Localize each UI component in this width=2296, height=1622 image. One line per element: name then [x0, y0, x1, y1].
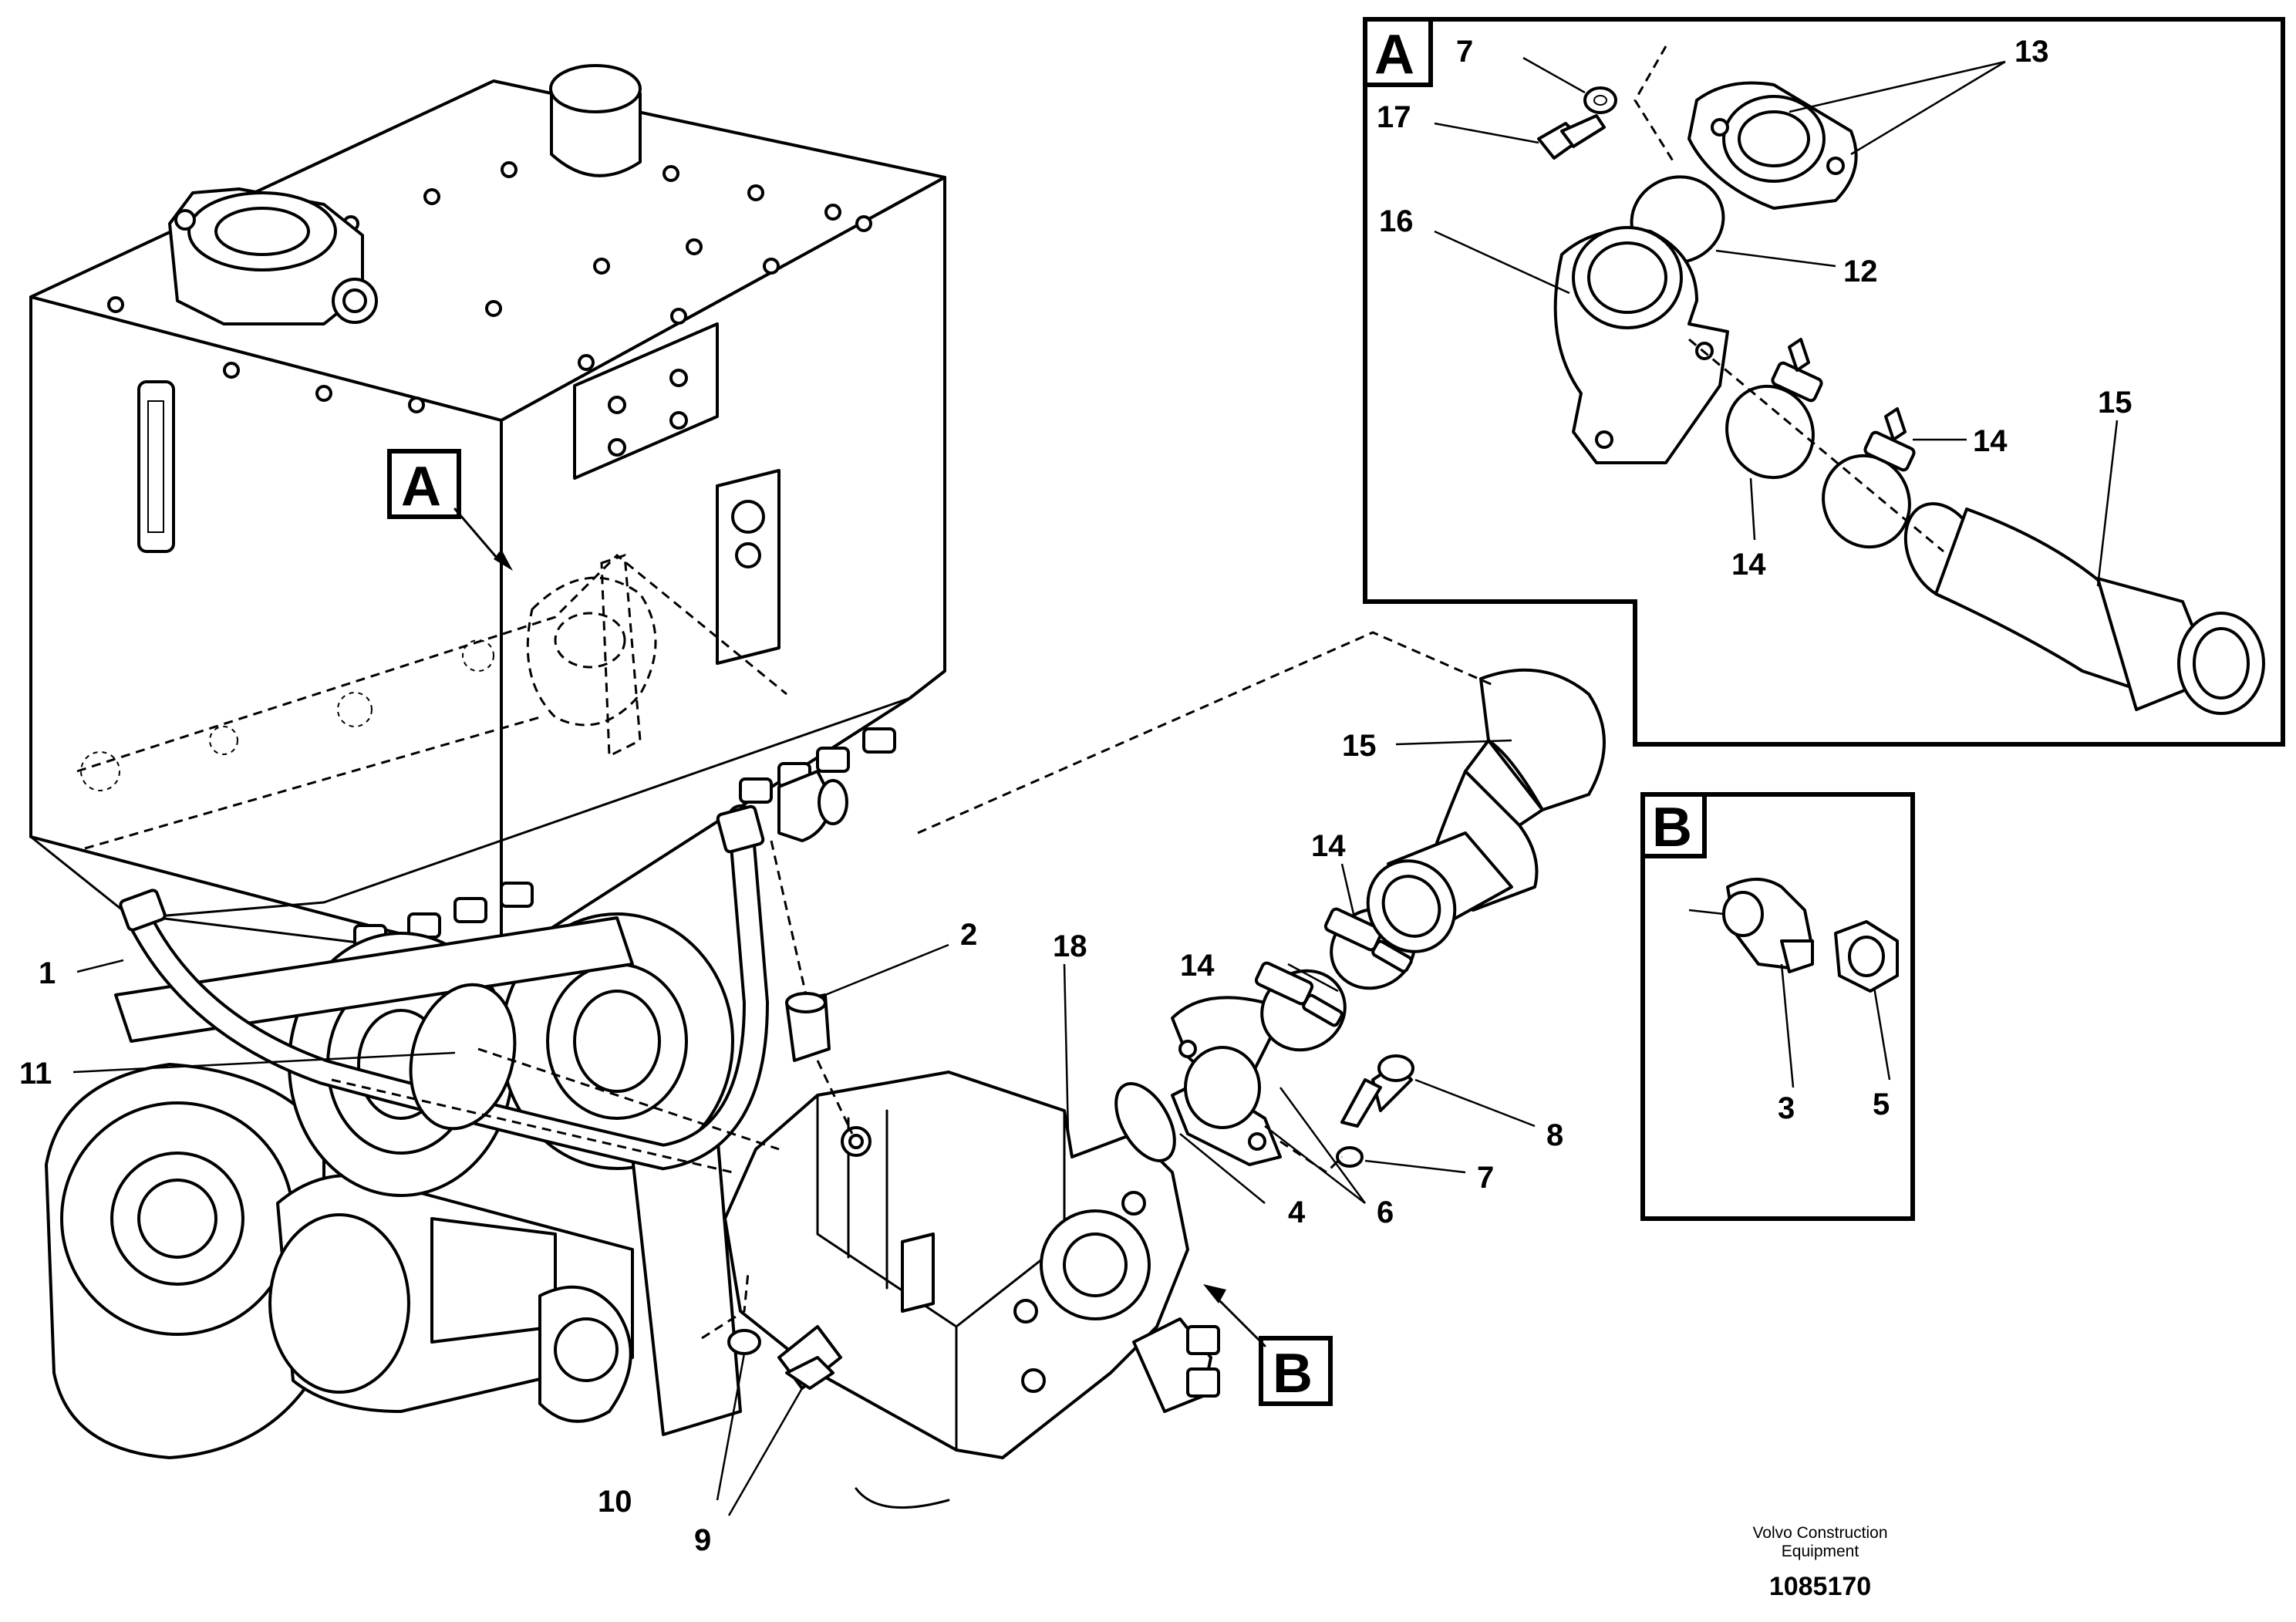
hydraulic-pump-18	[723, 1071, 1220, 1459]
callout-18: 18	[1053, 929, 1087, 963]
callout-8: 8	[1546, 1118, 1563, 1152]
svg-text:B: B	[1273, 1343, 1313, 1404]
tank-filter-housing	[168, 187, 378, 325]
drawing-footer: Volvo Construction Equipment 1085170	[1752, 1524, 1887, 1601]
detail-a-callout-14-right: 14	[1973, 424, 2008, 458]
caption-line-2: Equipment	[1782, 1543, 1859, 1560]
detail-b-callout-3: 3	[1778, 1091, 1795, 1125]
bolt-9	[777, 1325, 842, 1390]
fitting-2	[770, 840, 854, 1135]
tank-bracket	[573, 322, 719, 480]
washer-10	[727, 1329, 761, 1355]
callout-14-lower: 14	[1180, 949, 1215, 983]
washer-7	[1336, 1146, 1364, 1168]
drawing-number: 1085170	[1769, 1572, 1871, 1601]
hydraulic-tank	[29, 64, 946, 962]
main-callouts: 1 2 11 18 14 14 15 4 6 7 8 10 9	[19, 729, 1563, 1557]
detail-a-callout-7: 7	[1456, 35, 1473, 69]
callout-10: 10	[598, 1485, 632, 1519]
callout-1: 1	[39, 956, 56, 990]
filler-cap	[549, 64, 642, 177]
split-flange-6	[1171, 996, 1282, 1166]
marker-a: A	[387, 449, 513, 571]
detail-a-callout-17: 17	[1377, 100, 1411, 134]
marker-b: B	[1203, 1284, 1333, 1406]
callout-6: 6	[1377, 1195, 1394, 1229]
hidden-suction-flange	[526, 553, 657, 758]
callout-7: 7	[1477, 1161, 1494, 1195]
detail-a-callout-16: 16	[1379, 204, 1414, 238]
callout-4: 4	[1288, 1195, 1306, 1229]
detail-b-panel: B 3 5	[1640, 792, 1915, 1221]
sight-gauge	[137, 380, 175, 553]
callout-9: 9	[694, 1523, 711, 1557]
detail-a-panel: A 7	[1363, 17, 2285, 747]
callout-14-upper: 14	[1311, 829, 1346, 863]
suction-hose-15	[1366, 668, 1606, 953]
svg-text:A: A	[401, 456, 441, 518]
detail-b-title: B	[1652, 797, 1692, 858]
detail-a-callout-13: 13	[2014, 35, 2049, 69]
tank-bottom-fittings	[353, 727, 896, 950]
o-ring-11	[409, 983, 517, 1131]
side-port-block	[716, 469, 781, 665]
callout-15: 15	[1342, 729, 1377, 763]
callout-11: 11	[19, 1057, 52, 1091]
callout-2: 2	[960, 918, 977, 952]
detail-a-callout-15: 15	[2098, 386, 2132, 420]
detail-b-callout-5: 5	[1873, 1088, 1890, 1121]
detail-a-callout-14-left: 14	[1731, 548, 1766, 582]
hose-clamp-14-lower	[1254, 961, 1347, 1052]
caption-line-1: Volvo Construction	[1752, 1524, 1887, 1542]
detail-a-callout-12: 12	[1843, 255, 1878, 288]
bolt-8	[1340, 1054, 1414, 1128]
detail-a-title: A	[1374, 24, 1414, 86]
o-ring-4	[1114, 1082, 1176, 1162]
